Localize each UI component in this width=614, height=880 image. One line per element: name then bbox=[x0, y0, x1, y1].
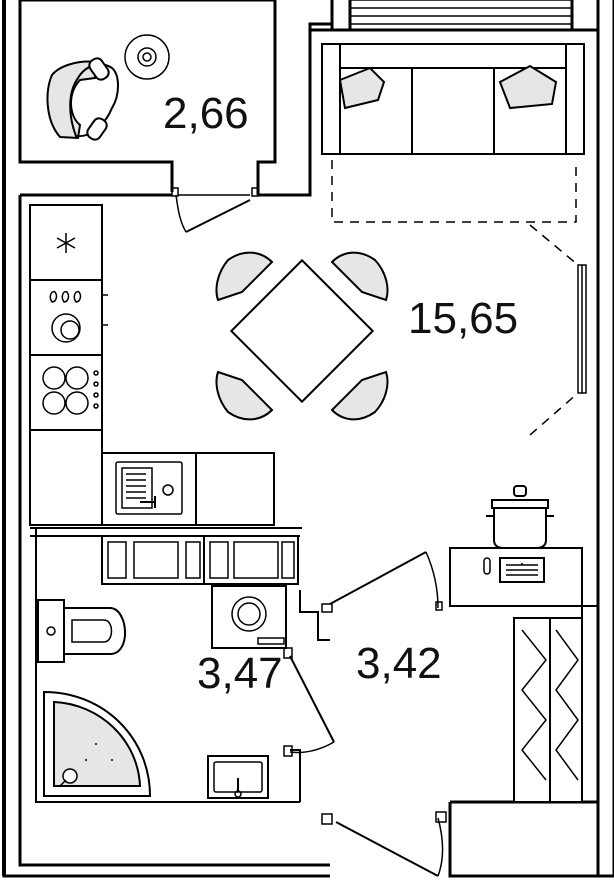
windows bbox=[349, 0, 587, 436]
washbasin-icon bbox=[207, 755, 269, 799]
oven-icon bbox=[29, 279, 108, 356]
balcony-door bbox=[171, 187, 259, 233]
pot-icon bbox=[486, 485, 554, 549]
hallway: 3,42 bbox=[321, 551, 447, 877]
kitchen-sink-icon bbox=[101, 452, 275, 526]
right-wall bbox=[596, 0, 614, 876]
fridge-icon bbox=[29, 204, 103, 281]
balcony: 2,66 bbox=[46, 34, 259, 233]
top-living-wall bbox=[310, 0, 598, 32]
washing-machine-icon bbox=[211, 585, 287, 649]
hall-door bbox=[321, 551, 443, 613]
dining-table-icon bbox=[215, 251, 389, 421]
wardrobe-icon bbox=[513, 606, 583, 803]
kitchen bbox=[29, 204, 275, 526]
room-area-hallway: 3,42 bbox=[356, 639, 442, 688]
cooktop-icon bbox=[29, 354, 103, 431]
bathroom-door bbox=[283, 647, 335, 757]
bathroom: 3,47 bbox=[37, 585, 335, 799]
shower-icon bbox=[43, 690, 152, 797]
inner-left-wall bbox=[18, 193, 330, 867]
bottom-right-wall bbox=[448, 800, 614, 878]
balcony-wall bbox=[18, 0, 277, 195]
window-top bbox=[349, 0, 573, 31]
toilet-icon bbox=[37, 599, 126, 663]
side-table-icon bbox=[124, 34, 170, 80]
armchair-icon bbox=[46, 57, 119, 141]
laptop-icon bbox=[499, 557, 545, 583]
sofa-icon bbox=[321, 43, 585, 223]
room-area-living: 15,65 bbox=[408, 294, 518, 343]
window-swing bbox=[529, 224, 579, 436]
desk bbox=[449, 547, 598, 607]
room-area-bathroom: 3,47 bbox=[197, 649, 283, 698]
hallway-cabinets bbox=[101, 535, 299, 585]
entrance-door bbox=[321, 811, 447, 877]
chair bbox=[215, 251, 389, 421]
room-area-balcony: 2,66 bbox=[163, 89, 249, 138]
